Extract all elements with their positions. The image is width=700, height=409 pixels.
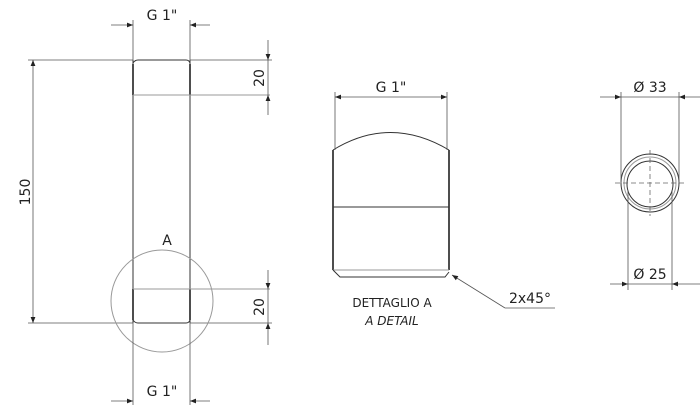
thread-length-top-label: 20 (252, 69, 268, 87)
detail-thread-label: G 1" (376, 80, 407, 96)
dimension-detail-thread: G 1" (334, 80, 448, 150)
dimension-thread-top: G 1" (111, 8, 210, 60)
detail-title-en: A DETAIL (364, 314, 419, 328)
dimension-thread-bottom: G 1" (111, 323, 210, 405)
dimension-length: 150 (18, 59, 133, 324)
end-view: Ø 33 Ø 25 (600, 80, 700, 290)
dimension-inner-diameter: Ø 25 (610, 190, 700, 290)
side-view: G 1" 150 20 20 A (18, 8, 272, 405)
chamfer-label: 2x45° (509, 291, 551, 307)
detail-view: G 1" 2x45° DETTAGLIO A A DETAIL (332, 80, 555, 328)
outer-diameter-label: Ø 33 (633, 80, 666, 96)
dimension-thread-length-top: 20 (190, 40, 272, 115)
thread-top-label: G 1" (147, 8, 178, 24)
thread-length-bottom-label: 20 (252, 298, 268, 316)
inner-diameter-label: Ø 25 (633, 267, 666, 283)
detail-marker-label: A (162, 233, 172, 249)
dimension-outer-diameter: Ø 33 (600, 80, 700, 183)
chamfer-callout: 2x45° (451, 274, 555, 309)
thread-bottom-label: G 1" (147, 384, 178, 400)
detail-title-it: DETTAGLIO A (352, 296, 432, 310)
dimension-thread-length-bottom: 20 (190, 270, 272, 345)
pipe-body (132, 59, 270, 324)
detail-marker: A (110, 233, 214, 353)
length-label: 150 (18, 179, 34, 206)
